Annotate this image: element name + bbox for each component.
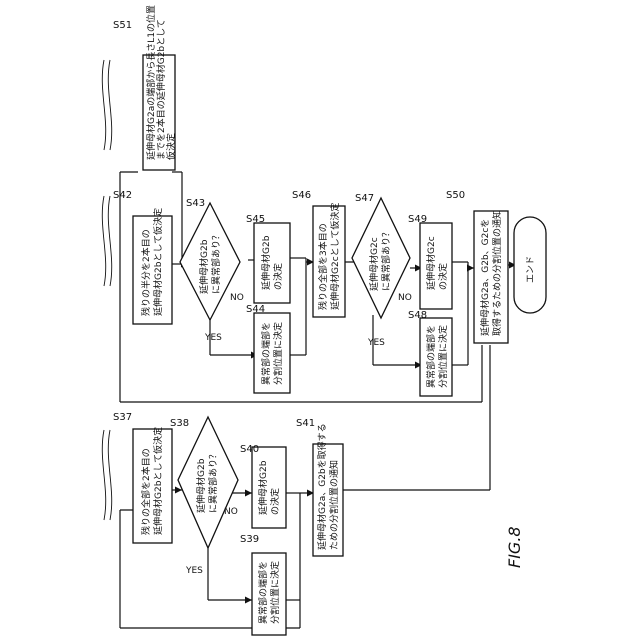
- step-id-s42: S42: [113, 190, 132, 201]
- step-text-s38-line1: 延伸母材G2b: [195, 458, 207, 513]
- step-id-s48: S48: [408, 310, 427, 321]
- step-text-s41-line2: ための分割位置の通知: [328, 460, 340, 550]
- step-text-s49-line1: 延伸母材G2c: [425, 236, 437, 290]
- step-id-s49: S49: [408, 214, 427, 225]
- branch-yes-s43: YES: [204, 333, 222, 343]
- figure-label: FIG.8: [505, 526, 524, 568]
- step-text-s40-line2: の決定: [269, 488, 281, 515]
- step-text-s40-line1: 延伸母材G2b: [257, 460, 269, 515]
- step-text-s39-line1: 異常部の端部を: [257, 561, 269, 624]
- step-text-s44-line1: 異常部の端部を: [260, 322, 272, 385]
- step-id-s45: S45: [246, 214, 265, 225]
- step-text-s43-line1: 延伸母材G2b: [198, 239, 210, 294]
- step-text-s37-line2: 延伸母材G2bとして仮決定: [152, 427, 164, 535]
- step-id-s47: S47: [355, 193, 374, 204]
- step-text-s44-line2: 分割位置に決定: [272, 322, 284, 385]
- step-text-s41-line1: 延伸母材G2a、G2bを取得する: [316, 423, 328, 550]
- step-text-s51-line1: 延伸母材G2aの端部から長さL1の位置: [145, 5, 157, 160]
- process-box-s42: [133, 216, 172, 324]
- step-text-s39-line2: 分割位置に決定: [269, 561, 281, 624]
- step-id-s46: S46: [292, 190, 311, 201]
- branch-no-s38: NO: [224, 507, 238, 517]
- step-id-s50: S50: [446, 190, 465, 201]
- step-id-s51: S51: [113, 20, 132, 31]
- decision-diamond-s38: [178, 417, 238, 548]
- branch-no-s47: NO: [398, 293, 412, 303]
- branch-no-s43: NO: [230, 293, 244, 303]
- step-id-s40: S40: [240, 444, 259, 455]
- step-text-s51-line3: 仮決定: [165, 133, 177, 160]
- terminal-end-label: エンド: [526, 256, 536, 283]
- step-text-s47-line1: 延伸母材G2c: [368, 237, 380, 291]
- step-id-s37: S37: [113, 412, 132, 423]
- step-text-s46-line1: 残りの全部を3本目の: [317, 223, 329, 310]
- step-text-s42-line2: 延伸母材G2bとして仮決定: [152, 208, 164, 316]
- step-text-s48-line2: 分割位置に決定: [437, 325, 449, 388]
- step-text-s42-line1: 残りの半分を2本目の: [140, 229, 152, 316]
- step-text-s47-line2: に異常部あり？: [380, 228, 392, 291]
- step-id-s44: S44: [246, 304, 265, 315]
- step-text-s45-line1: 延伸母材G2b: [260, 235, 272, 290]
- process-box-s45: [254, 223, 290, 303]
- step-text-s46-line2: 延伸母材G2cとして仮決定: [329, 203, 341, 310]
- step-id-s39: S39: [240, 534, 259, 545]
- branch-yes-s47: YES: [367, 338, 385, 348]
- step-text-s37-line1: 残りの全部を2本目の: [140, 448, 152, 535]
- step-text-s38-line2: に異常部あり？: [207, 450, 219, 513]
- step-text-s49-line2: の決定: [437, 263, 449, 290]
- step-text-s45-line2: の決定: [272, 263, 284, 290]
- step-text-s50-line1: 延伸母材G2a、G2b、G2cを: [479, 219, 491, 336]
- step-text-s43-line2: に異常部あり？: [210, 231, 222, 294]
- step-text-s48-line1: 異常部の端部を: [425, 325, 437, 388]
- branch-yes-s38: YES: [185, 566, 203, 576]
- process-box-s37: [133, 429, 172, 543]
- step-text-s51-line2: までを2本目の延伸母材G2bとして: [155, 19, 167, 160]
- step-id-s38: S38: [170, 418, 189, 429]
- process-box-s44: [254, 313, 290, 393]
- step-text-s50-line2: 取得するための分割位置の通知: [491, 210, 503, 336]
- step-id-s43: S43: [186, 198, 205, 209]
- step-id-s41: S41: [296, 418, 315, 429]
